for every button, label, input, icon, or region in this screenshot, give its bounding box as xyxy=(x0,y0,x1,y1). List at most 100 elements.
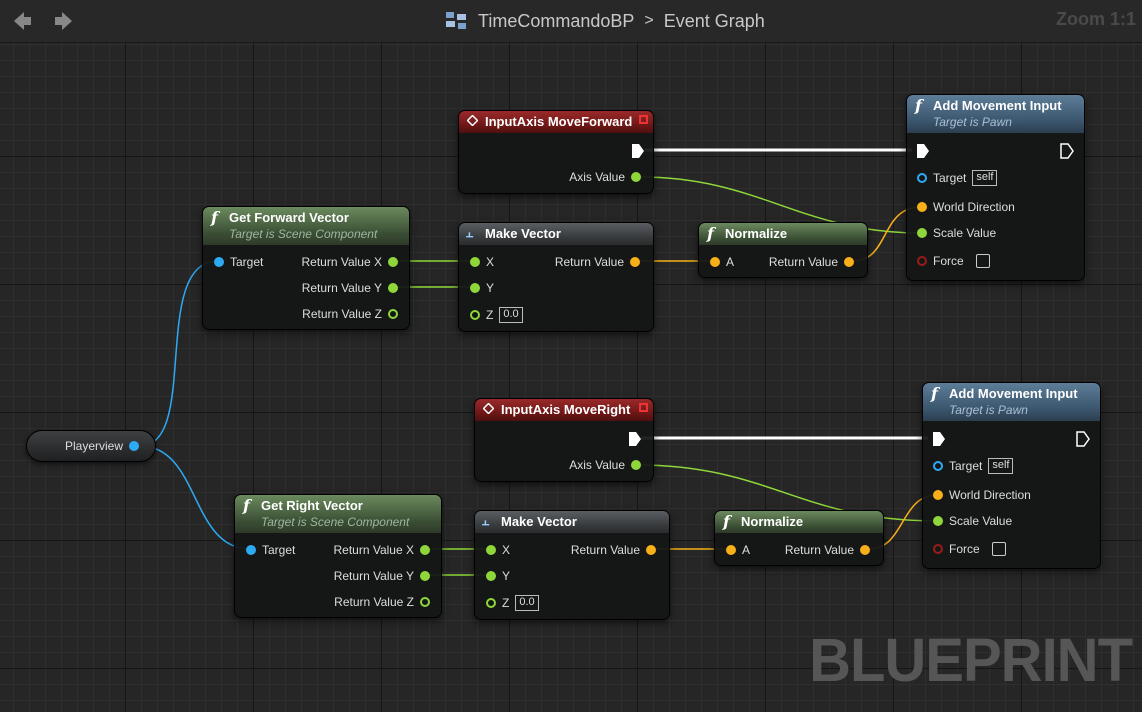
force-checkbox[interactable] xyxy=(991,542,1006,556)
return-z-pin[interactable] xyxy=(388,309,398,319)
return-z-pin[interactable] xyxy=(420,597,430,607)
x-pin[interactable] xyxy=(486,545,496,555)
return-x-label: Return Value X xyxy=(301,255,383,269)
playerview-output-pin[interactable] xyxy=(129,441,139,451)
exec-output-pin[interactable] xyxy=(628,431,642,447)
forward-button[interactable] xyxy=(52,9,76,33)
breadcrumb-separator: > xyxy=(644,12,654,29)
target-pin[interactable] xyxy=(214,257,224,267)
get-right-vector-node[interactable]: f Get Right Vector Target is Scene Compo… xyxy=(234,494,442,618)
force-pin[interactable] xyxy=(917,256,927,266)
node-header: f Add Movement Input Target is Pawn xyxy=(923,383,1100,421)
node-subtitle: Target is Scene Component xyxy=(229,227,378,241)
back-button[interactable] xyxy=(10,9,34,33)
input-axis-moveforward-node[interactable]: InputAxis MoveForward Axis Value xyxy=(458,110,654,194)
axis-value-label: Axis Value xyxy=(569,458,625,472)
wire-axis-scale-upper xyxy=(639,176,922,234)
node-title: Get Forward Vector xyxy=(229,210,349,225)
axis-value-pin[interactable] xyxy=(631,172,641,182)
return-y-label: Return Value Y xyxy=(301,281,382,295)
node-title: Make Vector xyxy=(501,514,577,529)
node-header: f Normalize xyxy=(715,511,883,533)
return-value-row: Return Value xyxy=(571,542,656,558)
target-label: Target xyxy=(933,171,967,185)
force-label: Force xyxy=(933,254,964,268)
return-value-pin[interactable] xyxy=(860,545,870,555)
return-x-pin[interactable] xyxy=(388,257,398,267)
breadcrumb-graph[interactable]: Event Graph xyxy=(663,10,765,31)
exec-output-pin[interactable] xyxy=(631,143,645,159)
return-y-pin[interactable] xyxy=(388,283,398,293)
make-struct-icon: ⫠ xyxy=(482,514,490,528)
world-direction-pin[interactable] xyxy=(933,490,943,500)
event-diamond-icon xyxy=(467,115,478,126)
return-value-label: Return Value xyxy=(570,543,640,557)
breadcrumb-blueprint[interactable]: TimeCommandoBP xyxy=(478,10,635,31)
node-header: InputAxis MoveRight xyxy=(475,399,653,421)
return-z-label: Return Value Z xyxy=(302,307,382,321)
add-movement-input-node[interactable]: f Add Movement Input Target is Pawn Targ… xyxy=(906,94,1085,281)
return-value-pin[interactable] xyxy=(630,257,640,267)
force-pin[interactable] xyxy=(933,544,943,554)
z-label: Z xyxy=(502,596,510,610)
stop-icon xyxy=(639,115,648,124)
node-header: f Add Movement Input Target is Pawn xyxy=(907,95,1084,133)
y-label: Y xyxy=(486,281,495,295)
target-label: Target xyxy=(262,543,296,557)
y-pin[interactable] xyxy=(470,283,480,293)
a-pin[interactable] xyxy=(710,257,720,267)
scale-value-row: Scale Value xyxy=(933,513,1012,529)
a-row: A xyxy=(710,254,734,270)
z-pin[interactable] xyxy=(486,598,496,608)
playerview-variable-node[interactable]: Playerview xyxy=(26,430,156,462)
world-direction-label: World Direction xyxy=(949,488,1031,502)
exec-input-pin[interactable] xyxy=(916,143,930,159)
force-label: Force xyxy=(949,542,980,556)
target-pin[interactable] xyxy=(246,545,256,555)
z-value-input[interactable]: 0.0 xyxy=(499,307,523,323)
axis-value-label: Axis Value xyxy=(569,170,625,184)
target-pin[interactable] xyxy=(933,461,943,471)
node-title: Make Vector xyxy=(485,226,561,241)
z-row: Z 0.0 xyxy=(486,595,539,611)
return-value-row: Return Value xyxy=(785,542,870,558)
scale-value-pin[interactable] xyxy=(917,228,927,238)
axis-value-pin[interactable] xyxy=(631,460,641,470)
world-direction-pin[interactable] xyxy=(917,202,927,212)
input-axis-moveright-node[interactable]: InputAxis MoveRight Axis Value xyxy=(474,398,654,482)
exec-output-pin[interactable] xyxy=(1076,431,1090,447)
return-z-row: Return Value Z xyxy=(302,306,398,322)
z-pin[interactable] xyxy=(470,310,480,320)
node-subtitle: Target is Pawn xyxy=(949,403,1028,417)
return-value-label: Return Value xyxy=(554,255,624,269)
return-y-pin[interactable] xyxy=(420,571,430,581)
scale-value-pin[interactable] xyxy=(933,516,943,526)
a-pin[interactable] xyxy=(726,545,736,555)
make-vector-node[interactable]: ⫠ Make Vector X Y Z 0.0 Return Value xyxy=(458,222,654,332)
wire-axis-scale-lower xyxy=(636,464,938,522)
wire-pv-lower xyxy=(139,445,251,550)
z-value-input[interactable]: 0.0 xyxy=(515,595,539,611)
get-forward-vector-node[interactable]: f Get Forward Vector Target is Scene Com… xyxy=(202,206,410,330)
make-vector-node[interactable]: ⫠ Make Vector X Y Z 0.0 Return Value xyxy=(474,510,670,620)
normalize-node[interactable]: f Normalize A Return Value xyxy=(714,510,884,566)
target-pin[interactable] xyxy=(917,173,927,183)
node-header: f Normalize xyxy=(699,223,867,245)
variable-label: Playerview xyxy=(65,439,124,453)
exec-input-pin[interactable] xyxy=(932,431,946,447)
x-pin[interactable] xyxy=(470,257,480,267)
a-label: A xyxy=(726,255,735,269)
y-pin[interactable] xyxy=(486,571,496,581)
function-icon: f xyxy=(915,96,922,115)
zoom-level: Zoom 1:1 xyxy=(1055,9,1136,29)
return-x-pin[interactable] xyxy=(420,545,430,555)
force-checkbox[interactable] xyxy=(975,254,990,268)
return-value-pin[interactable] xyxy=(646,545,656,555)
exec-output-pin[interactable] xyxy=(1060,143,1074,159)
return-value-pin[interactable] xyxy=(844,257,854,267)
node-title: InputAxis MoveForward xyxy=(485,114,633,129)
normalize-node[interactable]: f Normalize A Return Value xyxy=(698,222,868,278)
y-row: Y xyxy=(470,280,494,296)
add-movement-input-node[interactable]: f Add Movement Input Target is Pawn Targ… xyxy=(922,382,1101,569)
return-value-label: Return Value xyxy=(784,543,854,557)
